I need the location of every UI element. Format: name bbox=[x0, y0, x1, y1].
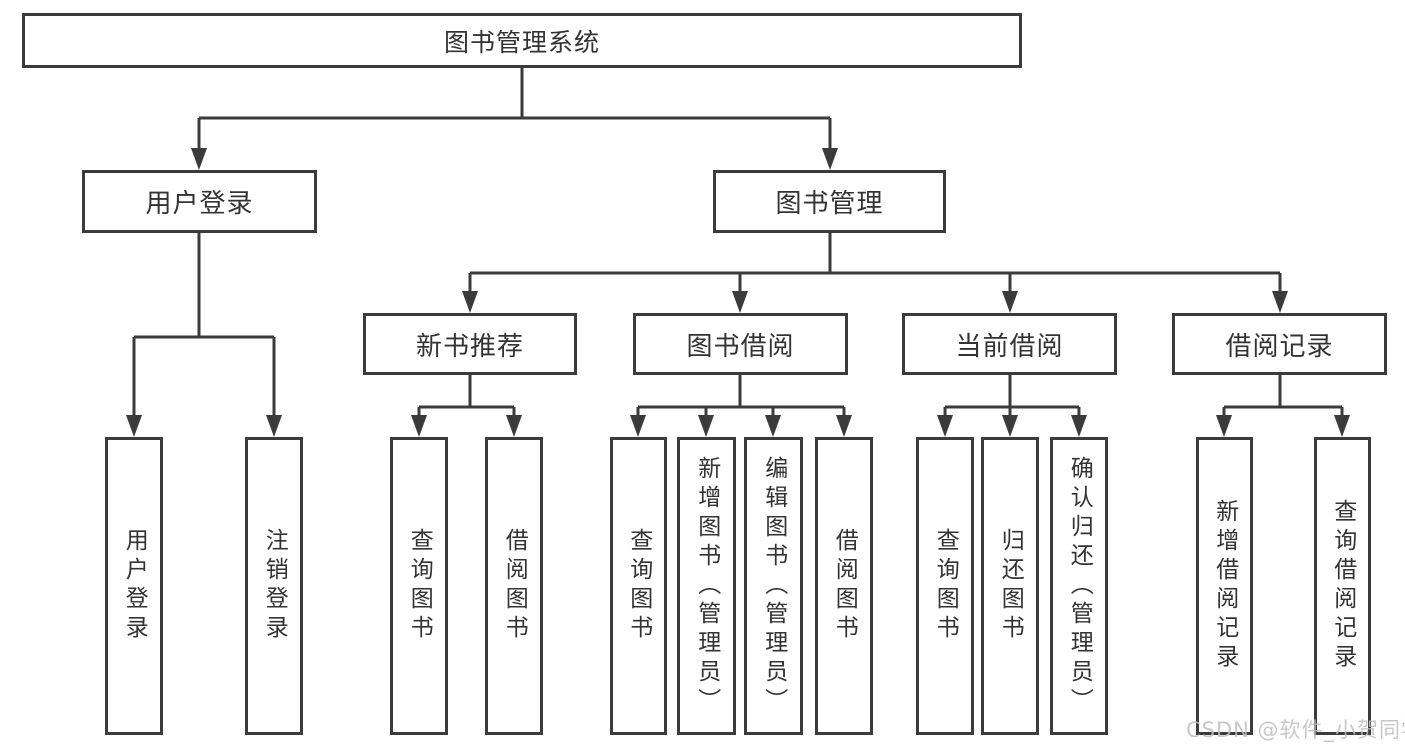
leaf-return-book: 归还图书 bbox=[981, 437, 1039, 735]
arrowheads bbox=[126, 148, 1350, 437]
leaf-borrow-books-recommend: 借阅图书 bbox=[485, 437, 543, 735]
arrowhead bbox=[1002, 415, 1018, 437]
leaf-add-book-admin: 新增图书（管理员） bbox=[677, 437, 736, 735]
arrowhead bbox=[822, 148, 838, 170]
leaf-user-login: 用户登录 bbox=[105, 437, 163, 735]
leaf-confirm-return-admin: 确认归还（管理员） bbox=[1050, 437, 1108, 735]
leaf-edit-book-admin: 编辑图书（管理员） bbox=[744, 437, 803, 735]
arrowhead bbox=[836, 415, 852, 437]
leaf-query-books-recommend: 查询图书 bbox=[390, 437, 448, 735]
node-borrow-records: 借阅记录 bbox=[1172, 313, 1387, 375]
arrowhead bbox=[698, 415, 714, 437]
node-book-management: 图书管理 bbox=[713, 170, 946, 233]
leaf-query-books-borrow: 查询图书 bbox=[610, 437, 667, 735]
leaf-label: 查询图书 bbox=[406, 528, 433, 644]
leaf-borrow-books: 借阅图书 bbox=[815, 437, 873, 735]
connector-path bbox=[132, 68, 1344, 417]
watermark: CSDN @软件_小贺同学 bbox=[1186, 718, 1405, 742]
arrowhead bbox=[506, 415, 522, 437]
arrowhead bbox=[630, 415, 646, 437]
leaf-label: 编辑图书（管理员） bbox=[760, 455, 787, 717]
arrowhead bbox=[1272, 291, 1288, 313]
arrowhead bbox=[1334, 415, 1350, 437]
leaf-label: 归还图书 bbox=[997, 528, 1024, 644]
node-label: 图书管理系统 bbox=[443, 27, 600, 57]
leaf-label: 查询图书 bbox=[625, 528, 652, 644]
leaf-logout: 注销登录 bbox=[245, 437, 303, 735]
leaf-label: 借阅图书 bbox=[501, 528, 528, 644]
leaf-label: 用户登录 bbox=[121, 528, 148, 644]
arrowhead bbox=[1216, 415, 1232, 437]
node-book-borrow: 图书借阅 bbox=[633, 313, 848, 375]
node-current-borrow: 当前借阅 bbox=[902, 313, 1117, 375]
leaf-label: 借阅图书 bbox=[831, 528, 858, 644]
leaf-label: 查询图书 bbox=[932, 528, 959, 644]
leaf-label: 确认归还（管理员） bbox=[1066, 455, 1093, 717]
leaf-label: 新增图书（管理员） bbox=[693, 455, 720, 717]
arrowhead bbox=[1002, 291, 1018, 313]
node-label: 当前借阅 bbox=[955, 331, 1064, 362]
leaf-label: 注销登录 bbox=[261, 528, 288, 644]
node-label: 新书推荐 bbox=[415, 331, 524, 362]
leaf-query-books-current: 查询图书 bbox=[916, 437, 974, 735]
arrowhead bbox=[191, 148, 207, 170]
node-user-login: 用户登录 bbox=[82, 170, 317, 233]
node-label: 图书管理 bbox=[775, 189, 884, 219]
arrowhead bbox=[765, 415, 781, 437]
arrowhead bbox=[266, 415, 282, 437]
node-root: 图书管理系统 bbox=[22, 13, 1022, 68]
arrowhead bbox=[1071, 415, 1087, 437]
arrowhead bbox=[937, 415, 953, 437]
arrowhead bbox=[126, 415, 142, 437]
leaf-label: 新增借阅记录 bbox=[1211, 499, 1238, 673]
node-new-book-recommend: 新书推荐 bbox=[363, 313, 577, 375]
leaf-add-borrow-record: 新增借阅记录 bbox=[1196, 437, 1253, 735]
arrowhead bbox=[732, 291, 748, 313]
leaf-label: 查询借阅记录 bbox=[1329, 499, 1356, 673]
node-label: 借阅记录 bbox=[1225, 331, 1334, 362]
node-label: 用户登录 bbox=[145, 189, 254, 219]
node-label: 图书借阅 bbox=[686, 331, 795, 362]
arrowhead bbox=[462, 291, 478, 313]
leaf-query-borrow-record: 查询借阅记录 bbox=[1314, 437, 1371, 735]
arrowhead bbox=[411, 415, 427, 437]
